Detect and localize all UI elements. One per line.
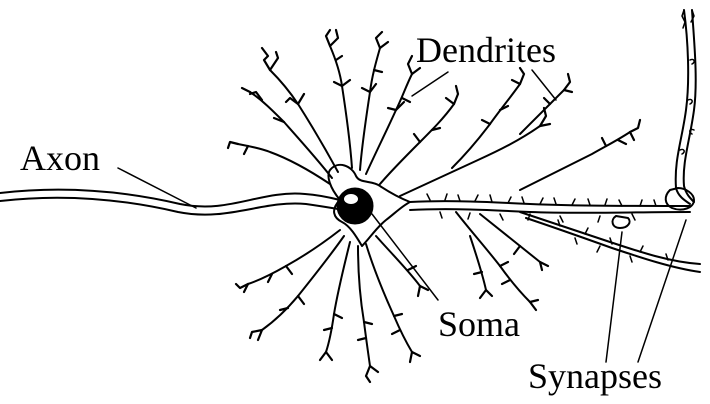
axon xyxy=(0,190,340,215)
dendrites-leader-right xyxy=(532,70,556,100)
nucleus xyxy=(337,188,373,224)
synapses-label: Synapses xyxy=(528,358,662,394)
dendrites-leader-left xyxy=(412,72,448,96)
lower-right-dendrite xyxy=(520,212,700,272)
soma xyxy=(328,165,410,246)
axon-label: Axon xyxy=(20,140,100,176)
synapses-leader-right xyxy=(638,220,686,362)
synapse-axon-terminal xyxy=(613,10,696,228)
dendrites-label: Dendrites xyxy=(416,32,556,68)
apical-dendrite xyxy=(410,194,690,222)
synapses-leader-left xyxy=(606,232,622,362)
leader-lines xyxy=(118,70,686,362)
soma-label: Soma xyxy=(438,306,520,342)
